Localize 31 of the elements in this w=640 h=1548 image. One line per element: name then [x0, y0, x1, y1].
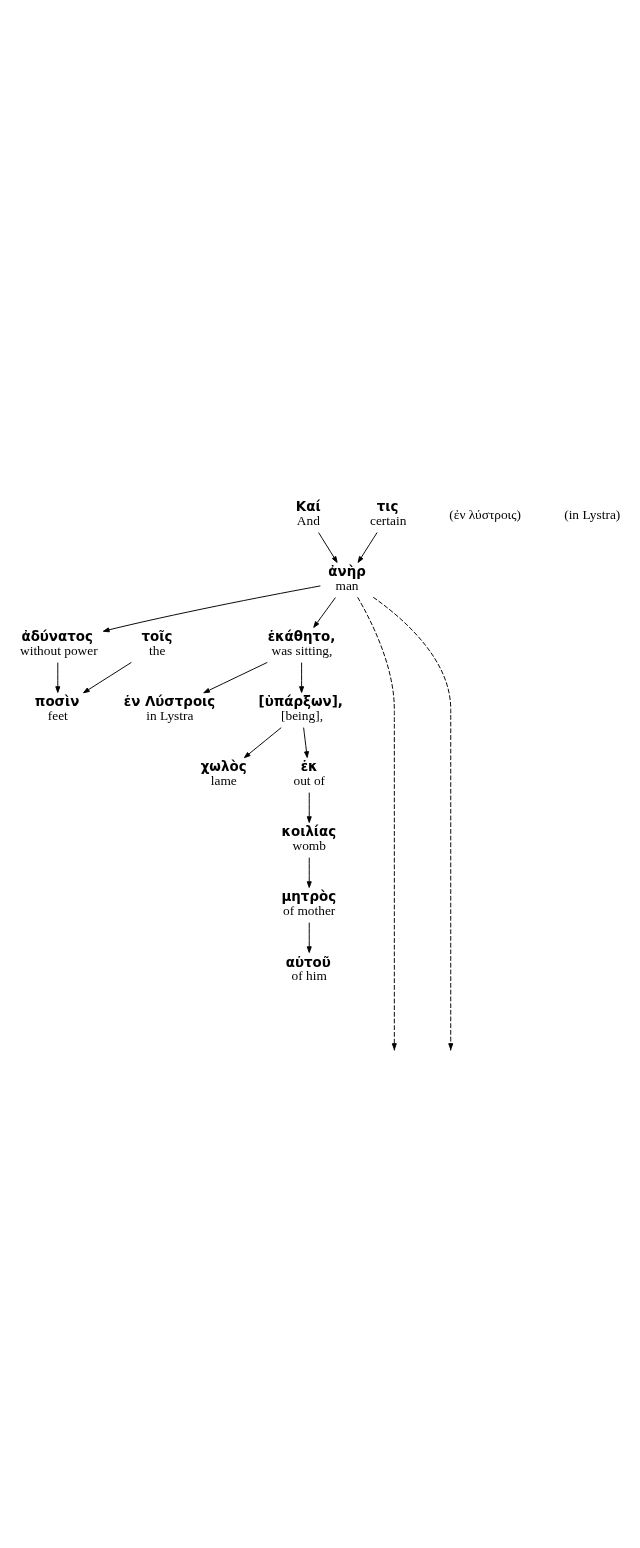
node-text: ἀνὴρ man — [328, 564, 366, 593]
arrow — [306, 792, 312, 823]
node-text: ἐκ out of — [293, 759, 326, 788]
arrow — [318, 532, 338, 563]
arrow — [357, 596, 397, 1050]
arrow — [102, 585, 321, 633]
node-text: κοιλίας womb — [281, 824, 337, 853]
node-text: Καί And — [295, 499, 321, 528]
arrow — [299, 662, 305, 693]
arrow — [357, 532, 378, 563]
node-text: ἐκάθητο, was sitting, — [267, 629, 336, 658]
arrow — [303, 727, 309, 758]
node-text: ποσὶν feet — [34, 694, 80, 723]
label: (ἐν λύστροις) — [449, 506, 521, 522]
node-text: ἐν Λύστροις in Lystra — [123, 694, 216, 723]
arrow — [306, 857, 312, 888]
arrow — [306, 922, 312, 953]
arrow — [313, 597, 336, 628]
node-text: αὐτοῦ of him — [285, 954, 331, 983]
node-text: μητρὸς of mother — [281, 889, 337, 918]
node-text: χωλὸς lame — [200, 759, 247, 788]
arrow — [243, 727, 282, 759]
label: (in Lystra) — [564, 506, 621, 522]
node-text: τοῖς the — [141, 629, 173, 658]
node-text: [ὑπάρξων], [being], — [258, 694, 343, 723]
arrow — [372, 596, 454, 1050]
arrow — [203, 661, 268, 694]
node-text: τις certain — [369, 499, 407, 528]
arrow — [55, 662, 61, 693]
arrow — [83, 661, 132, 694]
node-text: ἀδύνατος without power — [20, 629, 98, 658]
